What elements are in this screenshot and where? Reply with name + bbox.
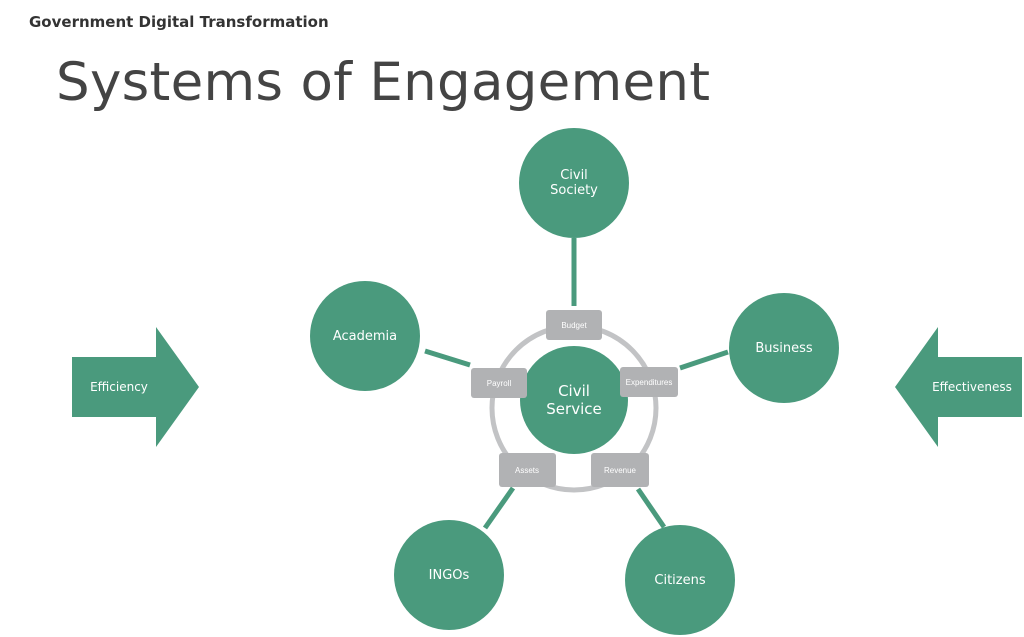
- ring-box-assets: Assets: [499, 453, 556, 487]
- node-academia: Academia: [310, 281, 420, 391]
- connector-business: [679, 349, 729, 371]
- node-civil-society: Civil Society: [519, 128, 629, 238]
- arrow-effectiveness: Effectiveness: [895, 327, 1022, 447]
- node-ingos-label: INGOs: [429, 568, 470, 583]
- node-citizens: Citizens: [625, 525, 735, 635]
- ring-box-payroll: Payroll: [471, 368, 527, 398]
- arrow-efficiency: Efficiency: [72, 327, 199, 447]
- section-label: Government Digital Transformation: [29, 13, 329, 31]
- arrow-efficiency-label: Efficiency: [90, 380, 148, 394]
- node-business-label: Business: [755, 341, 813, 356]
- ring-box-revenue-label: Revenue: [604, 466, 637, 475]
- ring-box-expenditures: Expenditures: [620, 367, 678, 397]
- ring-box-budget-label: Budget: [561, 321, 587, 330]
- arrow-effectiveness-label: Effectiveness: [932, 380, 1012, 394]
- ring-box-budget: Budget: [546, 310, 602, 340]
- connectors: [424, 238, 729, 530]
- connector-ingos: [482, 486, 516, 530]
- center-label-line1: Civil: [558, 382, 590, 400]
- ring-box-revenue: Revenue: [591, 453, 649, 487]
- node-academia-label: Academia: [333, 329, 397, 344]
- node-business: Business: [729, 293, 839, 403]
- ring-box-expenditures-label: Expenditures: [626, 378, 673, 387]
- node-civil-society-line2: Society: [550, 183, 598, 198]
- slide-title: Systems of Engagement: [56, 52, 711, 113]
- connector-academia: [424, 348, 471, 368]
- node-ingos: INGOs: [394, 520, 504, 630]
- center-node-civil-service: Civil Service: [520, 346, 628, 454]
- ring-box-payroll-label: Payroll: [487, 379, 512, 388]
- ring-box-assets-label: Assets: [515, 466, 539, 475]
- node-citizens-label: Citizens: [654, 573, 705, 588]
- connector-citizens: [635, 487, 667, 529]
- node-civil-society-line1: Civil: [560, 168, 588, 183]
- center-label-line2: Service: [546, 400, 601, 418]
